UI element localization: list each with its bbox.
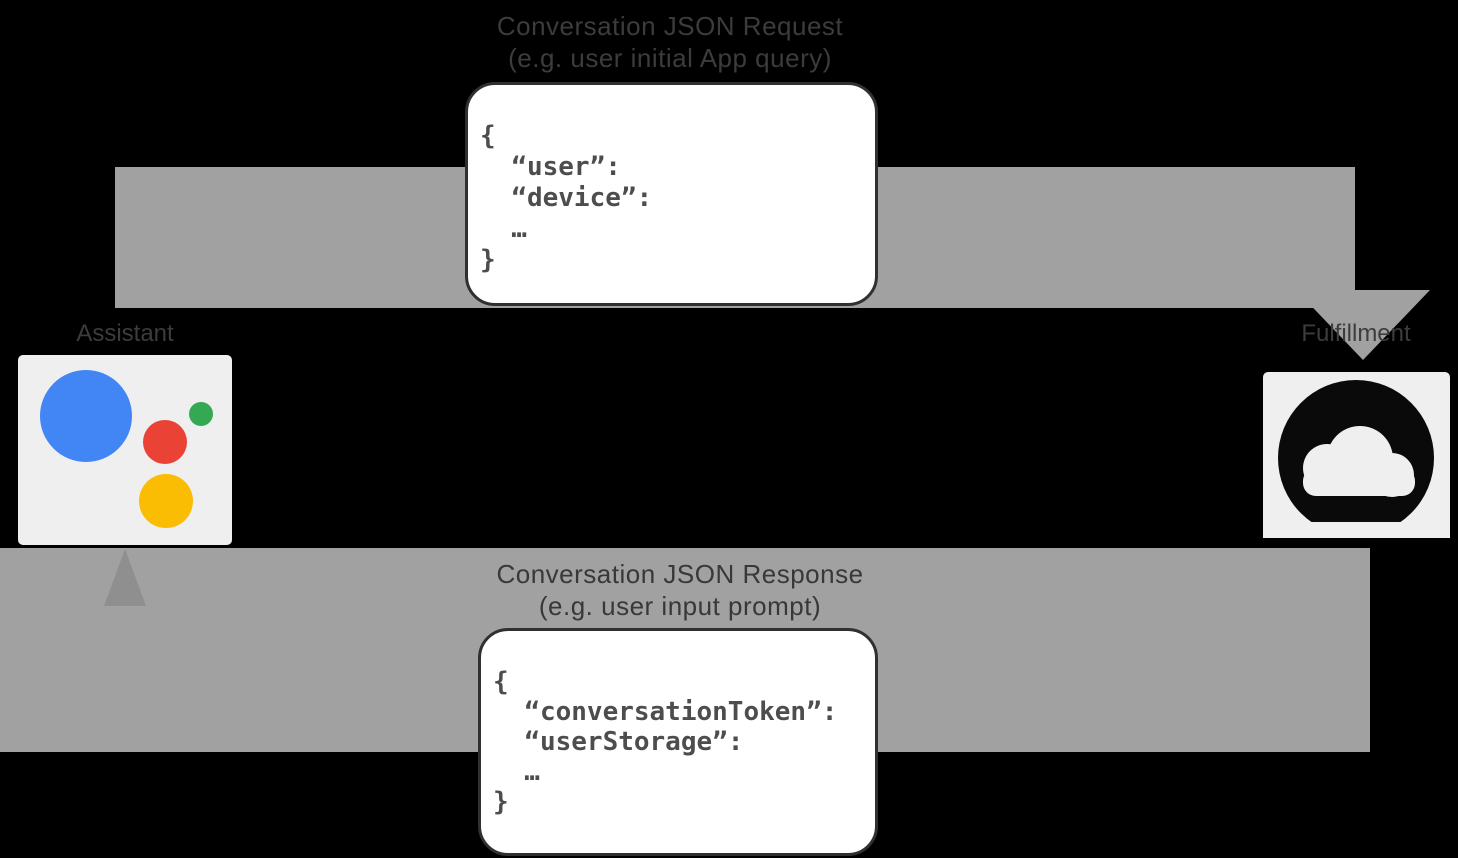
assistant-node-label: Assistant — [76, 320, 174, 347]
cloud-cutout — [1303, 426, 1415, 497]
assistant-blue-circle — [40, 370, 132, 462]
assistant-green-circle — [189, 402, 213, 426]
response-arrowhead-icon — [104, 549, 146, 606]
code-line: “device”: — [480, 183, 653, 213]
code-line: } — [480, 245, 496, 275]
google-assistant-logo-glyph — [40, 370, 213, 528]
request-json-box: { “user”: “device”: …} — [465, 82, 878, 306]
request-json-code: { “user”: “device”: …} — [468, 85, 875, 276]
request-flow-title: Conversation JSON Request (e.g. user ini… — [370, 10, 970, 74]
code-line: … — [480, 214, 527, 244]
response-title-line1: Conversation JSON Response — [496, 559, 864, 589]
request-arrowhead-icon — [1296, 290, 1430, 360]
assistant-yellow-circle — [139, 474, 193, 528]
response-json-code: { “conversationToken”: “userStorage”: …} — [481, 631, 875, 817]
assistant-red-circle — [143, 420, 187, 464]
request-title-line1: Conversation JSON Request — [496, 11, 844, 41]
fulfillment-node-label: Fulfillment — [1301, 320, 1411, 347]
code-line: } — [493, 787, 509, 817]
request-title-line2: (e.g. user initial App query) — [508, 43, 832, 73]
code-line: “user”: — [480, 152, 621, 182]
response-flow-title: Conversation JSON Response (e.g. user in… — [380, 558, 980, 622]
code-line: { — [493, 667, 509, 697]
cloud-glyph — [1263, 380, 1450, 538]
google-assistant-icon — [18, 355, 232, 545]
google-cloud-icon — [1263, 372, 1450, 538]
response-title-line2: (e.g. user input prompt) — [538, 591, 822, 621]
cloud-flat-base — [1263, 522, 1450, 538]
code-line: { — [480, 121, 496, 151]
code-line: “userStorage”: — [493, 727, 744, 757]
response-json-box: { “conversationToken”: “userStorage”: …} — [478, 628, 878, 856]
code-line: … — [493, 757, 540, 787]
code-line: “conversationToken”: — [493, 697, 838, 727]
